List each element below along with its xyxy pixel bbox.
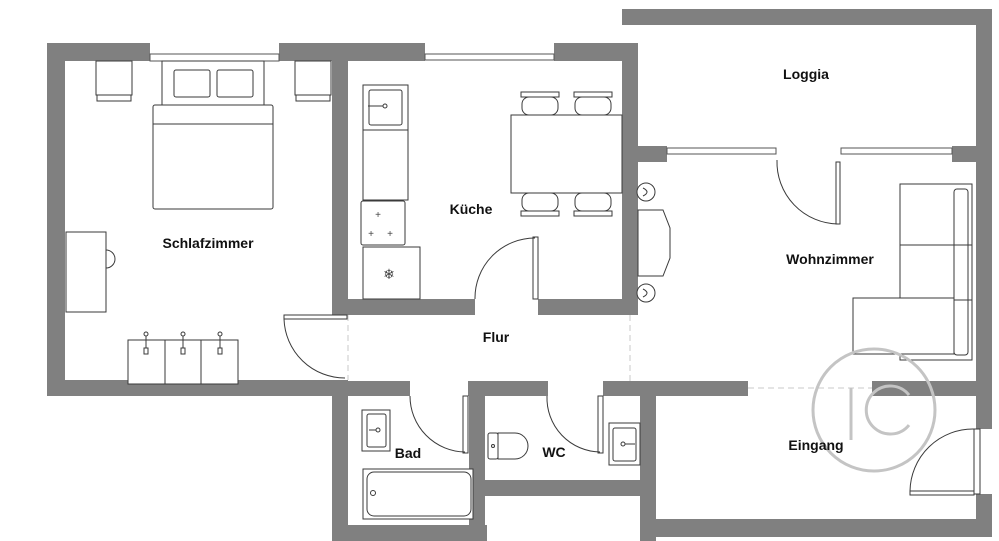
toilet [487,432,529,460]
double-bed [152,60,274,210]
freezer: ❄ [362,246,421,300]
entrance-door [909,428,981,496]
dining-chairs [520,91,613,217]
wc-door [546,395,604,454]
corner-sofa [852,183,973,361]
svg-text:+: + [375,210,381,221]
svg-text:❄: ❄ [383,266,395,282]
bathtub [362,468,474,520]
stove: + + + [360,200,406,246]
room-label-flur: Flur [482,329,510,345]
armchair-left [636,182,656,202]
svg-text:+: + [368,229,374,240]
thresholds [347,315,872,389]
kitchen-door [474,236,539,300]
room-label-kueche: Küche [449,201,493,217]
walls [47,9,992,541]
room-label-schlafzimmer: Schlafzimmer [162,235,254,251]
wardrobe [127,331,239,385]
desk [65,231,116,313]
nightstand-right [294,60,332,102]
kitchen-sink [362,84,409,131]
bedroom-door [283,314,348,379]
bath-door [409,395,469,454]
dining-table [510,114,623,194]
wc-sink [608,422,641,466]
room-label-wc: WC [542,444,566,460]
room-label-wohnzimmer: Wohnzimmer [786,251,874,267]
room-label-eingang: Eingang [788,437,844,453]
watermark-logo [811,347,937,473]
living-door [776,159,841,225]
room-label-loggia: Loggia [783,66,829,82]
room-label-bad: Bad [394,445,422,461]
nightstand-left [95,60,133,102]
svg-text:+: + [387,229,393,240]
bath-sink [361,409,391,452]
kitchen-counter [362,129,409,201]
tv-console [637,209,671,277]
armchair-right [636,283,656,303]
